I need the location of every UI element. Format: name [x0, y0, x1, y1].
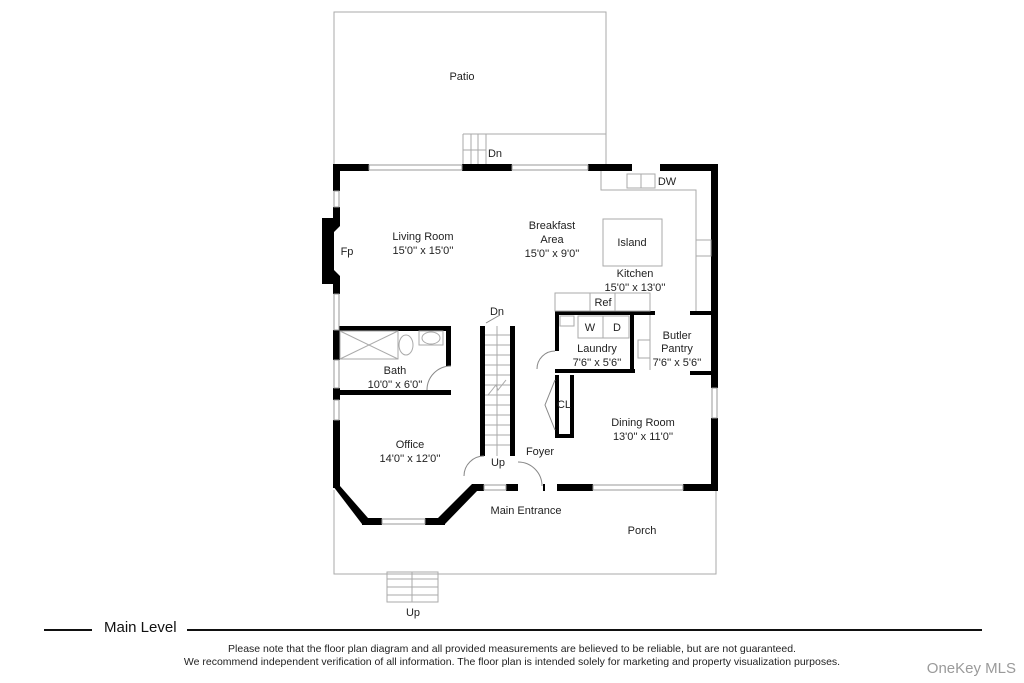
room-label-dining: Dining Room [611, 417, 675, 429]
room-label-living-room: Living Room [392, 231, 453, 243]
room-label-butler-2: Pantry [661, 343, 693, 355]
dishwasher-label: DW [658, 176, 677, 188]
walls [322, 164, 718, 525]
room-label-office: Office [396, 439, 425, 451]
fireplace-label: Fp [341, 246, 354, 258]
disclaimer-line-1: Please note that the floor plan diagram … [228, 643, 796, 655]
room-dims-laundry: 7'6'' x 5'6'' [573, 357, 622, 369]
stairs-down-label: Dn [490, 306, 504, 318]
room-dims-dining: 13'0'' x 11'0'' [613, 431, 673, 443]
title-rule-right [187, 629, 982, 631]
refrigerator-label: Ref [594, 297, 612, 309]
main-entrance-label: Main Entrance [491, 505, 562, 517]
island-label: Island [617, 237, 646, 249]
disclaimer-line-2: We recommend independent verification of… [183, 656, 841, 668]
interior-stairs [485, 326, 510, 456]
level-title-row: Main Level [44, 619, 984, 639]
room-label-breakfast-1: Breakfast [529, 220, 575, 232]
room-label-porch: Porch [628, 525, 657, 537]
room-dims-butler: 7'6'' x 5'6'' [653, 357, 702, 369]
porch-stairs-label: Up [406, 607, 420, 619]
dryer-label: D [613, 322, 621, 334]
room-label-butler-1: Butler [663, 330, 692, 342]
room-label-laundry: Laundry [577, 343, 617, 355]
room-dims-kitchen: 15'0'' x 13'0'' [605, 282, 666, 294]
kitchen-cabinets [554, 171, 712, 370]
washer-label: W [585, 322, 596, 334]
porch [333, 490, 717, 603]
room-dims-bath: 10'0'' x 6'0'' [368, 379, 423, 391]
room-label-breakfast-2: Area [540, 234, 564, 246]
bath-fixtures [339, 330, 444, 360]
room-label-bath: Bath [384, 365, 407, 377]
room-dims-breakfast: 15'0'' x 9'0'' [525, 248, 580, 260]
stairs-up-label: Up [491, 457, 505, 469]
closet-label: CL [557, 399, 571, 411]
doors [426, 314, 556, 487]
room-dims-office: 14'0'' x 12'0'' [380, 453, 441, 465]
room-dims-living-room: 15'0'' x 15'0'' [393, 245, 454, 257]
disclaimer: Please note that the floor plan diagram … [0, 643, 1024, 669]
brand-watermark: OneKey MLS [926, 660, 1016, 677]
room-label-foyer: Foyer [526, 446, 554, 458]
windows [333, 164, 718, 525]
room-label-patio: Patio [449, 71, 474, 83]
patio [333, 11, 607, 167]
level-title: Main Level [104, 619, 177, 636]
room-label-kitchen: Kitchen [617, 268, 654, 280]
labels: Patio Dn Fp Living Room 15'0'' x 15'0'' … [341, 71, 702, 619]
patio-stairs-label: Dn [488, 148, 502, 160]
title-rule-left [44, 629, 92, 631]
